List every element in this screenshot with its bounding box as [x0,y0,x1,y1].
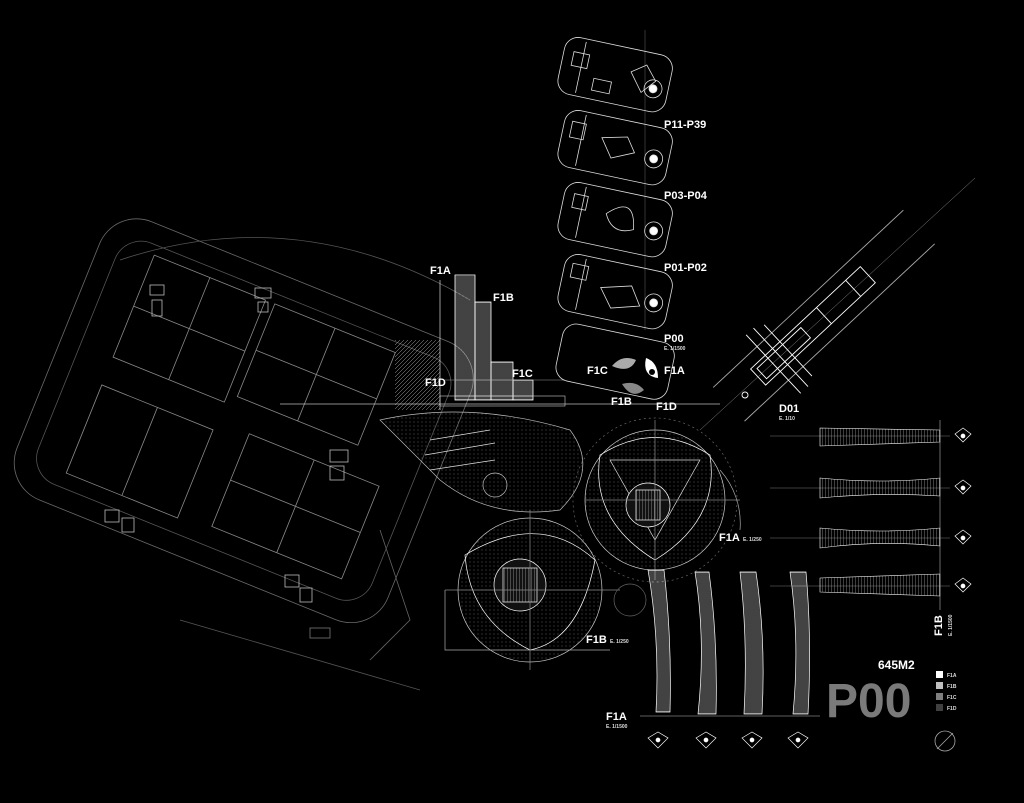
floor-plate-p03-p04 [557,110,673,186]
plan-f1a [572,417,741,583]
floor-plate-p03-p04-b [557,182,673,258]
label-f1a-tower: F1A [430,265,451,277]
stair-hatch [395,340,440,410]
label-f1a-plan-scale: E. 1/250 [743,537,762,543]
legend-swatch [936,682,943,689]
north-arrow-icon [934,730,956,752]
legend-label: F1D [947,706,957,712]
floor-plate-p00 [555,323,675,400]
label-f1b-side-scale: E. 1/1500 [948,614,954,636]
sheet-title: P00 [826,675,911,728]
label-f1a-elev-scale: E. 1/1500 [606,724,628,730]
floor-plate-p01-p02 [557,254,673,330]
label-f1d-key: F1D [656,401,677,413]
label-f1b-key: F1B [611,396,632,408]
label-p00-scale: E. 1/1500 [664,346,686,352]
label-f1c-key: F1C [587,365,608,377]
label-f1a-elev: F1A [606,711,627,723]
legend-label: F1A [947,673,957,679]
label-p00: P00 [664,333,684,345]
label-f1b-tower: F1B [493,292,514,304]
plan-f1b [444,510,647,670]
label-f1b-plan: F1B [586,634,607,646]
label-f1b-plan-scale: E. 1/250 [610,639,629,645]
label-f1c-tower: F1C [512,368,533,380]
label-f1a-plan: F1A [719,532,740,544]
label-f1a-key: F1A [664,365,685,377]
trefoil-key [612,358,658,394]
tower-elevations-horizontal [770,420,972,610]
legend-label: F1C [947,695,957,701]
label-p03-p04: P03-P04 [664,190,708,202]
area-value: 645M2 [878,658,915,672]
label-d01: D01 [779,403,799,415]
legend-swatch [936,704,943,711]
tower-elevation [439,274,566,410]
legend-label: F1B [947,684,957,690]
floor-plate-p11-p39 [557,37,673,113]
floor-plate-stack [555,30,675,400]
label-f1d-tower: F1D [425,377,446,389]
label-p01-p02: P01-P02 [664,262,707,274]
legend: F1A F1B F1C F1D [936,671,957,712]
legend-swatch [936,693,943,700]
label-d01-scale: E. 1/10 [779,416,795,422]
label-f1b-side: F1B [933,615,945,636]
tower-elevations-vertical [640,569,820,749]
detail-d01 [699,177,976,431]
plaza-fan [379,411,584,513]
label-p11-p39: P11-P39 [664,119,706,131]
legend-swatch [936,671,943,678]
site-plan [13,218,474,691]
